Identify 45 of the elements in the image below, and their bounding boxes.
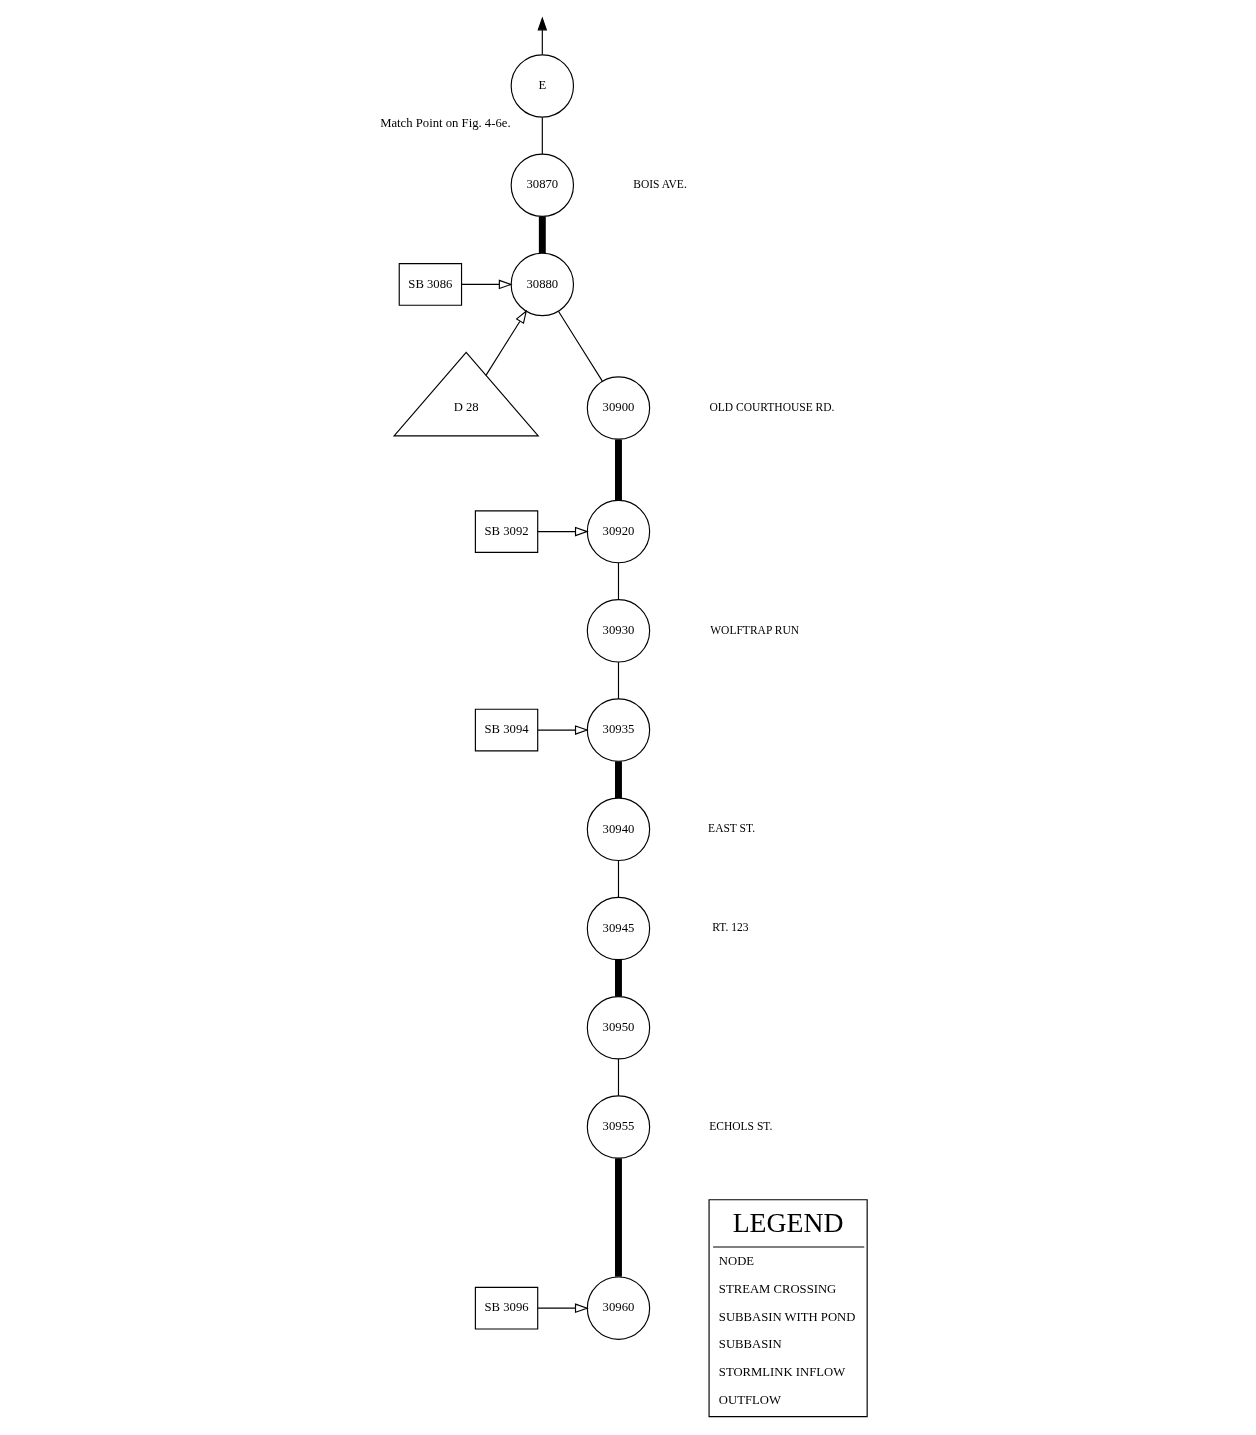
legend-label: STORMLINK INFLOW — [718, 1365, 846, 1380]
arrow — [485, 309, 528, 376]
legend-label: OUTFLOW — [718, 1392, 781, 1407]
arrow — [537, 526, 589, 537]
node-box: SB 3094 — [474, 708, 539, 752]
node-circle: 30950 — [586, 996, 651, 1060]
arrow — [461, 279, 513, 290]
arrow — [537, 725, 589, 735]
connector — [617, 661, 620, 700]
connector — [541, 116, 543, 155]
node-circle: 30920 — [586, 499, 651, 564]
legend-label: SUBBASIN WITH POND — [718, 1309, 856, 1324]
connector — [617, 1058, 620, 1097]
arrow — [537, 16, 548, 56]
label: ECHOLS ST. — [709, 1119, 773, 1132]
node-circle: 30940 — [586, 797, 651, 862]
node-circle: 30880 — [510, 252, 575, 317]
node-circle: 30870 — [510, 153, 575, 217]
connector — [617, 860, 620, 898]
node-circle: 30930 — [586, 599, 651, 663]
connector — [557, 310, 603, 382]
node-circle: 30955 — [586, 1095, 651, 1159]
node-circle: 30900 — [586, 376, 651, 440]
legend-label: NODE — [718, 1254, 755, 1269]
label: LEGEND — [732, 1207, 844, 1239]
connector — [538, 216, 546, 254]
connector — [615, 439, 622, 501]
label: RT. 123 — [712, 921, 749, 934]
label: WOLFTRAP RUN — [710, 623, 800, 636]
legend-label: SUBBASIN — [718, 1337, 782, 1352]
connector — [617, 562, 620, 601]
legend-label: STREAM CROSSING — [718, 1281, 837, 1296]
node-circle: 30945 — [586, 896, 651, 961]
node-circle: 30960 — [586, 1276, 651, 1340]
node-circle: 30935 — [586, 698, 651, 762]
node-box: SB 3086 — [398, 263, 463, 306]
label: EAST ST. — [708, 822, 756, 835]
arrow — [537, 1303, 589, 1314]
node-box: SB 3092 — [474, 510, 539, 553]
label: OLD COURTHOUSE RD. — [709, 400, 835, 413]
node-label: Match Point on Fig. 4-6e. — [380, 116, 511, 131]
node-box: SB 3096 — [474, 1286, 539, 1330]
connector — [615, 959, 622, 997]
label: BOIS AVE. — [633, 178, 687, 191]
node-circle: E — [510, 54, 575, 118]
